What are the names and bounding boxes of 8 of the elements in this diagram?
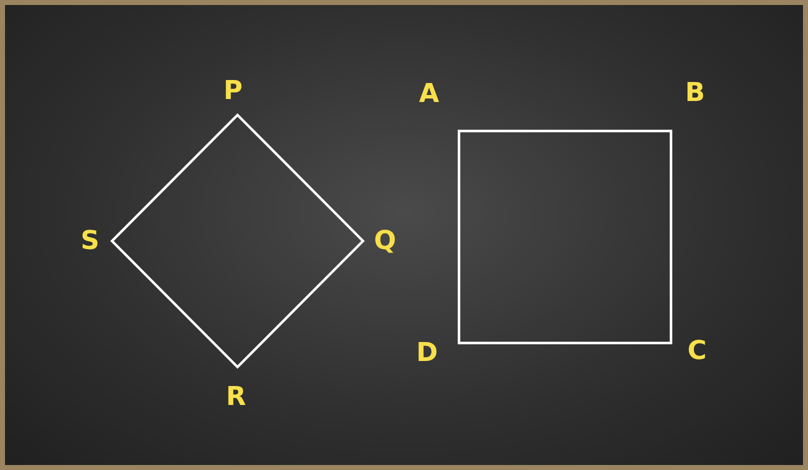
vertex-label: C: [687, 338, 707, 364]
vertex-label: A: [418, 81, 440, 107]
vertex-label: Q: [374, 228, 396, 254]
vertex-label: B: [685, 80, 705, 106]
vertex-label: P: [223, 78, 243, 104]
vertex-label: S: [80, 228, 100, 254]
vertex-label: R: [226, 384, 246, 410]
vertex-label: D: [416, 340, 438, 366]
